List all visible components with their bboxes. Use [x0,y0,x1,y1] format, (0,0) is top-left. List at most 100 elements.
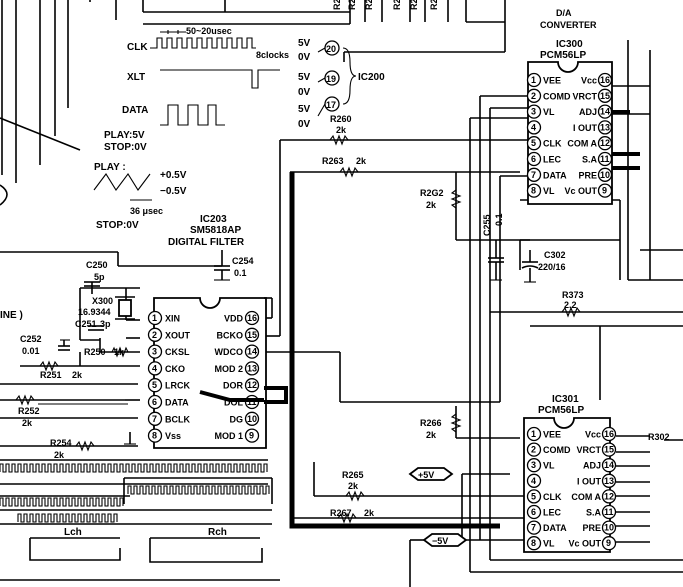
pin-signal: COMD [543,445,571,455]
pin-signal: MOD 2 [214,364,243,374]
r262-resistor [450,189,462,209]
pin-number: 11 [604,507,614,517]
r266-value: 2k [426,430,437,440]
pin-number: 1 [152,313,157,323]
r252-resistor [15,394,35,406]
pin-number: 6 [531,507,536,517]
c252-label: C252 [20,334,42,344]
pin-signal: I OUT [577,476,602,486]
pin-signal: CLK [543,492,562,502]
c302-label: C302 [544,250,566,260]
crystal-x300 [115,296,135,320]
c252-value: 0.01 [22,346,40,356]
line-label: INE ) [0,310,23,321]
pin-number: 6 [152,397,157,407]
r252-label: R252 [18,406,40,416]
pin-signal: VL [543,461,555,471]
pin-circle [601,458,617,473]
pin-circle [244,411,260,426]
pin-number: 16 [247,313,257,323]
pin-signal: MOD 1 [214,431,243,441]
pin-number: 15 [600,91,610,101]
clk-5v: 5V [298,38,311,49]
pin-number: 8 [531,538,536,548]
c252-cap [58,340,70,351]
pin-circle [597,104,613,119]
c302-value: 220/16 [538,262,566,272]
r254-value: 2k [54,450,65,460]
pin-signal: LEC [543,155,562,165]
ic301-body [523,417,611,553]
pin-number: 8 [152,431,157,441]
plus5v-tag [408,467,454,481]
r260-value: 2k [336,125,347,135]
pin-number: 5 [531,491,536,501]
plus-05v: +0.5V [160,170,187,181]
pin-circle [597,88,613,103]
pin-number: 2 [152,330,157,340]
clk-count: 8clocks [256,50,289,60]
pin-circle [601,473,617,488]
play-5v: PLAY:5V [104,130,145,141]
c254-value: 0.1 [234,268,247,278]
pin-number: 5 [531,138,536,148]
ic300-title2: CONVERTER [540,20,597,30]
pin-number: 7 [152,414,157,424]
c250-value: 5p [94,272,105,282]
pin-circle [244,327,260,342]
pin-signal: S.A [582,155,598,165]
pin-circle [526,426,542,442]
ground-symbols [60,279,536,445]
c250-cap [84,281,100,294]
c254-cap [214,250,230,280]
pin-number: 10 [247,414,257,424]
pin-signal: COMD [543,91,571,101]
pin-number: 9 [606,538,611,548]
r20a-label: R20 [347,0,357,10]
pin-number: 14 [604,460,614,470]
r373-resistor [561,306,581,318]
top-resistor-bank [343,0,506,62]
r21-label: R21 [332,0,342,10]
pin-circle [526,504,542,520]
c251-value: 3p [100,319,111,329]
pin-signal: VRCT [577,445,602,455]
r254-label: R254 [50,438,72,448]
pin-signal: Vcc [581,76,597,86]
c251-cap [88,325,104,331]
pin-circle [147,411,163,426]
pin-circle [526,536,542,551]
r21d-label: R21 [429,0,439,10]
pin-number: 8 [531,186,536,196]
x300-name: X300 [92,296,113,306]
rch-label: Rch [208,527,227,538]
r250-value: 1k [114,347,125,357]
pin-circle [526,120,542,135]
pin-circle [597,72,613,88]
pin-number: 1 [531,75,536,85]
pin-signal: CKO [165,364,185,374]
pin-number: 13 [604,476,614,486]
pin-signal: DG [230,414,244,424]
c254-label: C254 [232,256,254,266]
pin-circle [526,458,542,473]
pin-17: 17 [326,100,336,110]
central-wires [264,40,683,587]
pin-signal: WDCO [215,347,244,357]
pin-signal: DATA [543,523,567,533]
pin-circle [601,489,617,504]
pin-circle [147,310,163,326]
pin-circle [601,504,617,520]
pin-circle [244,378,260,393]
pin-number: 12 [247,380,257,390]
top-left-wires [0,0,350,206]
pin-signal: DOR [223,381,244,391]
pin-circle [244,344,260,359]
r302-label: R302 [648,432,670,442]
pin-signal: COM A [571,492,601,502]
pin-signal: LRCK [165,381,190,391]
pin-number: 14 [247,347,257,357]
r263-value: 2k [356,156,367,166]
ic200-pins [317,40,357,117]
